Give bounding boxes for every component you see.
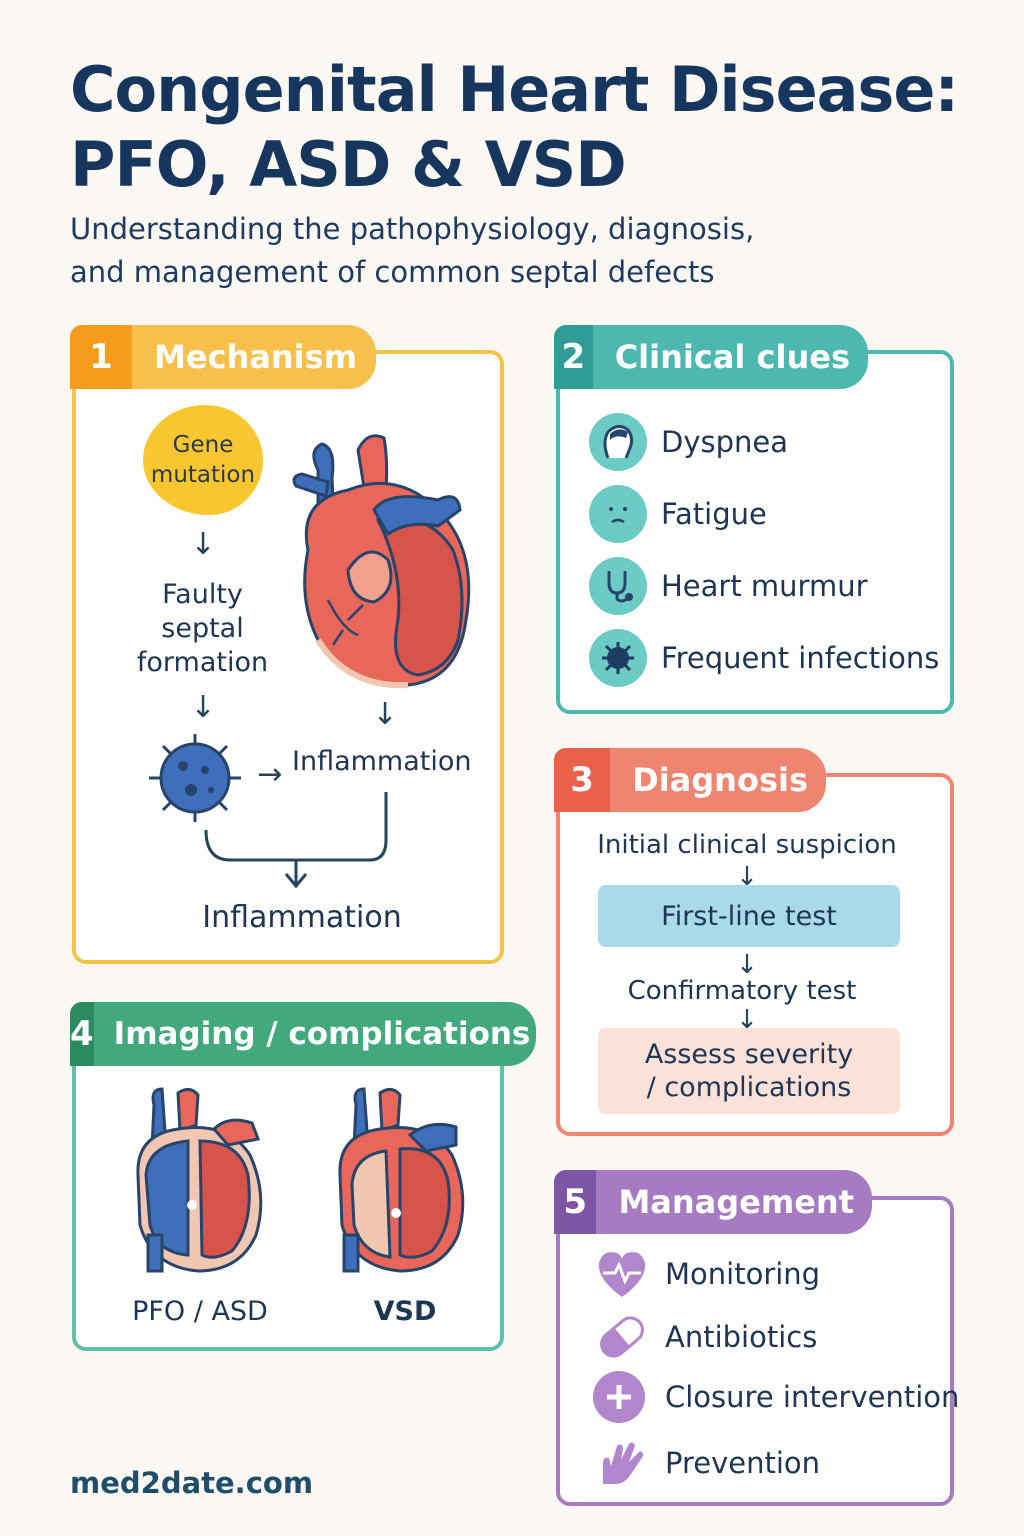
clinical-item-label: Fatigue [661, 497, 767, 531]
hand-icon [593, 1434, 651, 1492]
imaging-tab: 4 Imaging / complications [70, 1002, 536, 1066]
title-line-2: PFO, ASD & VSD [70, 128, 627, 201]
pfo-asd-heart-icon [136, 1087, 263, 1273]
management-item-label: Antibiotics [665, 1320, 818, 1354]
step-4-line-2: / complications [646, 1072, 852, 1103]
faulty-septal-formation: Faulty septal formation [120, 578, 285, 680]
mechanism-title: Mechanism [154, 338, 358, 376]
management-item-label: Prevention [665, 1446, 821, 1480]
pathogen-icon [149, 734, 241, 822]
clinical-item-label: Heart murmur [661, 569, 868, 603]
management-item-label: Monitoring [665, 1257, 821, 1291]
gene-label: Gene [172, 432, 234, 458]
pfo-asd-label: PFO / ASD [132, 1296, 268, 1327]
arrow-down-icon: ↓ [190, 690, 216, 725]
diagnosis-number: 3 [554, 748, 611, 812]
diagnosis-step-2: First-line test [598, 885, 900, 947]
inflammation-bottom-label: Inflammation [202, 900, 402, 935]
merge-connector [204, 792, 388, 889]
vsd-label: VSD [373, 1296, 437, 1327]
clinical-item-heart-murmur: Heart murmur [589, 557, 868, 615]
arrow-down-icon: ↓ [190, 527, 216, 562]
step-4-line-1: Assess severity [644, 1039, 854, 1070]
management-tab: 5 Management [554, 1170, 872, 1234]
diagnosis-title: Diagnosis [632, 761, 808, 799]
subtitle-line-1: Understanding the pathophysiology, diagn… [70, 212, 755, 246]
plus-icon [593, 1371, 645, 1423]
management-number: 5 [554, 1170, 597, 1234]
clinical-number: 2 [554, 325, 593, 389]
imaging-title: Imaging / complications [113, 1016, 531, 1052]
subtitle-line-2: and management of common septal defects [70, 255, 715, 289]
stethoscope-icon [589, 557, 647, 615]
clinical-item-dyspnea: Dyspnea [589, 413, 788, 471]
diagnosis-step-1: Initial clinical suspicion [597, 830, 897, 860]
heart-monitor-icon [593, 1245, 651, 1303]
clinical-item-infections: Frequent infections [589, 629, 939, 687]
arrow-down-icon: ↓ [736, 1005, 758, 1035]
diagnosis-step-3: Confirmatory test [627, 976, 857, 1006]
head-icon [589, 413, 647, 471]
faulty-line-1: Faulty [162, 579, 243, 610]
arrow-down-icon: ↓ [736, 862, 758, 892]
footer-site[interactable]: med2date.com [70, 1466, 314, 1500]
vsd-heart-icon [338, 1087, 465, 1273]
management-item-monitoring: Monitoring [593, 1245, 820, 1303]
management-item-label: Closure intervention [665, 1380, 960, 1414]
inflammation-right-label: Inflammation [292, 746, 472, 777]
management-item-closure: Closure intervention [593, 1371, 959, 1423]
clinical-item-label: Dyspnea [661, 425, 789, 459]
faulty-line-2: septal [161, 613, 244, 644]
clinical-item-fatigue: Fatigue [589, 485, 767, 543]
page-subtitle: Understanding the pathophysiology, diagn… [70, 208, 890, 294]
clinical-item-label: Frequent infections [661, 641, 940, 675]
clinical-title: Clinical clues [614, 338, 850, 376]
faulty-line-3: formation [136, 647, 269, 678]
title-line-1: Congenital Heart Disease: [70, 53, 959, 126]
arrow-down-icon: ↓ [372, 697, 398, 732]
pill-icon [593, 1308, 651, 1366]
management-title: Management [618, 1183, 854, 1221]
mechanism-tab: 1 Mechanism [70, 325, 376, 389]
tired-face-icon [589, 485, 647, 543]
heart-icon [292, 434, 471, 689]
clinical-tab: 2 Clinical clues [554, 325, 868, 389]
diagnosis-step-4: Assess severity / complications [598, 1028, 900, 1114]
management-item-antibiotics: Antibiotics [593, 1308, 817, 1366]
germ-icon [589, 629, 647, 687]
page-title: Congenital Heart Disease: PFO, ASD & VSD [70, 52, 970, 202]
diagnosis-tab: 3 Diagnosis [554, 748, 826, 812]
gene-mutation-blob: Gene mutation [143, 405, 263, 515]
management-item-prevention: Prevention [593, 1434, 820, 1492]
imaging-number: 4 [70, 1002, 94, 1066]
mutation-label: mutation [150, 462, 256, 488]
arrow-down-icon: ↓ [736, 950, 758, 980]
arrow-right-icon: → [257, 757, 283, 792]
mechanism-number: 1 [70, 325, 132, 389]
